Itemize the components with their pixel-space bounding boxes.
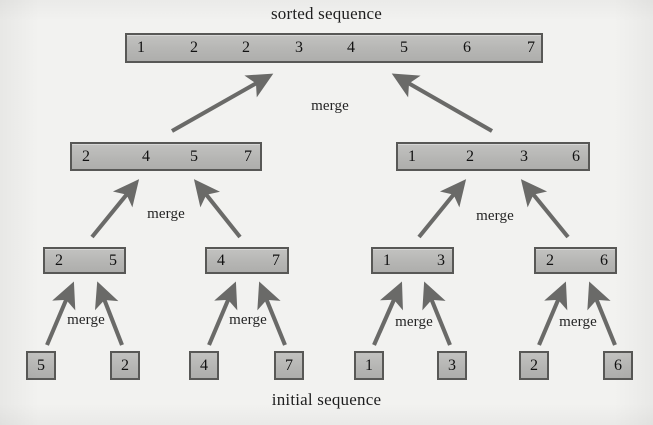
initial-box-6: 2 bbox=[519, 351, 549, 380]
level2-left-cell-1: 4 bbox=[142, 147, 150, 165]
merge-label-leaf-2: merge bbox=[395, 314, 433, 330]
initial-cell-1: 2 bbox=[121, 356, 129, 374]
level3-box-1: 4 7 bbox=[205, 247, 289, 274]
initial-box-0: 5 bbox=[26, 351, 56, 380]
sorted-cell-3: 3 bbox=[295, 39, 303, 56]
level3-box-0-cell-1: 5 bbox=[109, 251, 117, 269]
merge-label-top: merge bbox=[311, 98, 349, 114]
merge-label-level2-right: merge bbox=[476, 208, 514, 224]
sorted-cell-5: 5 bbox=[400, 39, 408, 56]
sorted-cell-7: 7 bbox=[527, 39, 535, 56]
sorted-cell-2: 2 bbox=[242, 39, 250, 56]
level2-left-cell-3: 7 bbox=[244, 147, 252, 165]
sorted-sequence-caption: sorted sequence bbox=[270, 4, 383, 23]
initial-box-7: 6 bbox=[603, 351, 633, 380]
level3-box-3: 2 6 bbox=[534, 247, 617, 274]
level2-box-left: 2 4 5 7 bbox=[70, 142, 262, 171]
sorted-cell-6: 6 bbox=[463, 39, 471, 56]
sorted-cell-4: 4 bbox=[347, 39, 355, 56]
level2-left-cell-0: 2 bbox=[82, 147, 90, 165]
level3-box-3-cell-1: 6 bbox=[600, 251, 608, 269]
initial-box-2: 4 bbox=[189, 351, 219, 380]
level2-right-cell-0: 1 bbox=[408, 147, 416, 165]
initial-cell-2: 4 bbox=[200, 356, 208, 374]
initial-sequence-caption: initial sequence bbox=[271, 390, 382, 409]
level2-right-cell-3: 6 bbox=[572, 147, 580, 165]
level2-right-cell-1: 2 bbox=[466, 147, 474, 165]
merge-label-level2-left: merge bbox=[147, 206, 185, 222]
level3-box-1-cell-1: 7 bbox=[272, 251, 280, 269]
initial-cell-5: 3 bbox=[448, 356, 456, 374]
initial-box-3: 7 bbox=[274, 351, 304, 380]
initial-cell-3: 7 bbox=[285, 356, 293, 374]
level2-box-right: 1 2 3 6 bbox=[396, 142, 590, 171]
level3-box-3-cell-0: 2 bbox=[546, 251, 554, 269]
sorted-cell-0: 1 bbox=[137, 39, 145, 56]
merge-label-leaf-1: merge bbox=[229, 312, 267, 328]
level3-box-2-cell-0: 1 bbox=[383, 251, 391, 269]
level3-box-2-cell-1: 3 bbox=[437, 251, 445, 269]
sorted-sequence-box: 1 2 2 3 4 5 6 7 bbox=[125, 33, 543, 63]
initial-cell-0: 5 bbox=[37, 356, 45, 374]
initial-cell-4: 1 bbox=[365, 356, 373, 374]
initial-box-1: 2 bbox=[110, 351, 140, 380]
level3-box-1-cell-0: 4 bbox=[217, 251, 225, 269]
merge-label-leaf-3: merge bbox=[559, 314, 597, 330]
level3-box-2: 1 3 bbox=[371, 247, 454, 274]
initial-box-4: 1 bbox=[354, 351, 384, 380]
level3-box-0: 2 5 bbox=[43, 247, 126, 274]
initial-cell-7: 6 bbox=[614, 356, 622, 374]
level2-right-cell-2: 3 bbox=[520, 147, 528, 165]
level2-left-cell-2: 5 bbox=[190, 147, 198, 165]
initial-box-5: 3 bbox=[437, 351, 467, 380]
sorted-cell-1: 2 bbox=[190, 39, 198, 56]
initial-cell-6: 2 bbox=[530, 356, 538, 374]
level3-box-0-cell-0: 2 bbox=[55, 251, 63, 269]
merge-label-leaf-0: merge bbox=[67, 312, 105, 328]
